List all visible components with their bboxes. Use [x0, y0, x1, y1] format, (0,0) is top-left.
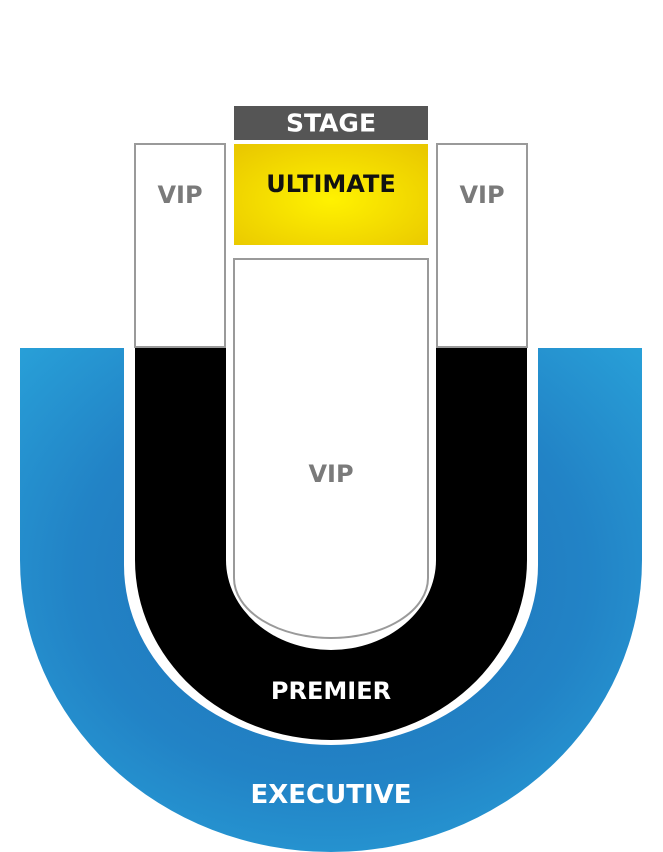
section-ultimate[interactable]: ULTIMATE [234, 144, 428, 245]
stage: STAGE [234, 106, 428, 140]
premier-label: PREMIER [271, 677, 391, 705]
vip-left-label: VIP [157, 181, 202, 209]
executive-label: EXECUTIVE [250, 780, 411, 810]
vip-right-label: VIP [459, 181, 504, 209]
ultimate-label: ULTIMATE [266, 170, 395, 198]
vip-left-area[interactable] [134, 143, 226, 348]
section-executive[interactable]: EXECUTIVE [20, 348, 642, 852]
vip-right-area[interactable] [436, 143, 528, 348]
vip-center-label: VIP [308, 460, 353, 488]
executive-area[interactable] [20, 348, 642, 852]
ultimate-area[interactable] [234, 144, 428, 245]
section-premier[interactable]: PREMIER [135, 348, 527, 740]
section-vip-center[interactable]: VIP [233, 258, 429, 639]
section-vip-right[interactable]: VIP [436, 143, 528, 348]
stage-bar [234, 106, 428, 140]
premier-area[interactable] [135, 348, 527, 740]
section-vip-left[interactable]: VIP [134, 143, 226, 348]
vip-center-area[interactable] [233, 258, 429, 639]
stage-label: STAGE [286, 109, 376, 138]
